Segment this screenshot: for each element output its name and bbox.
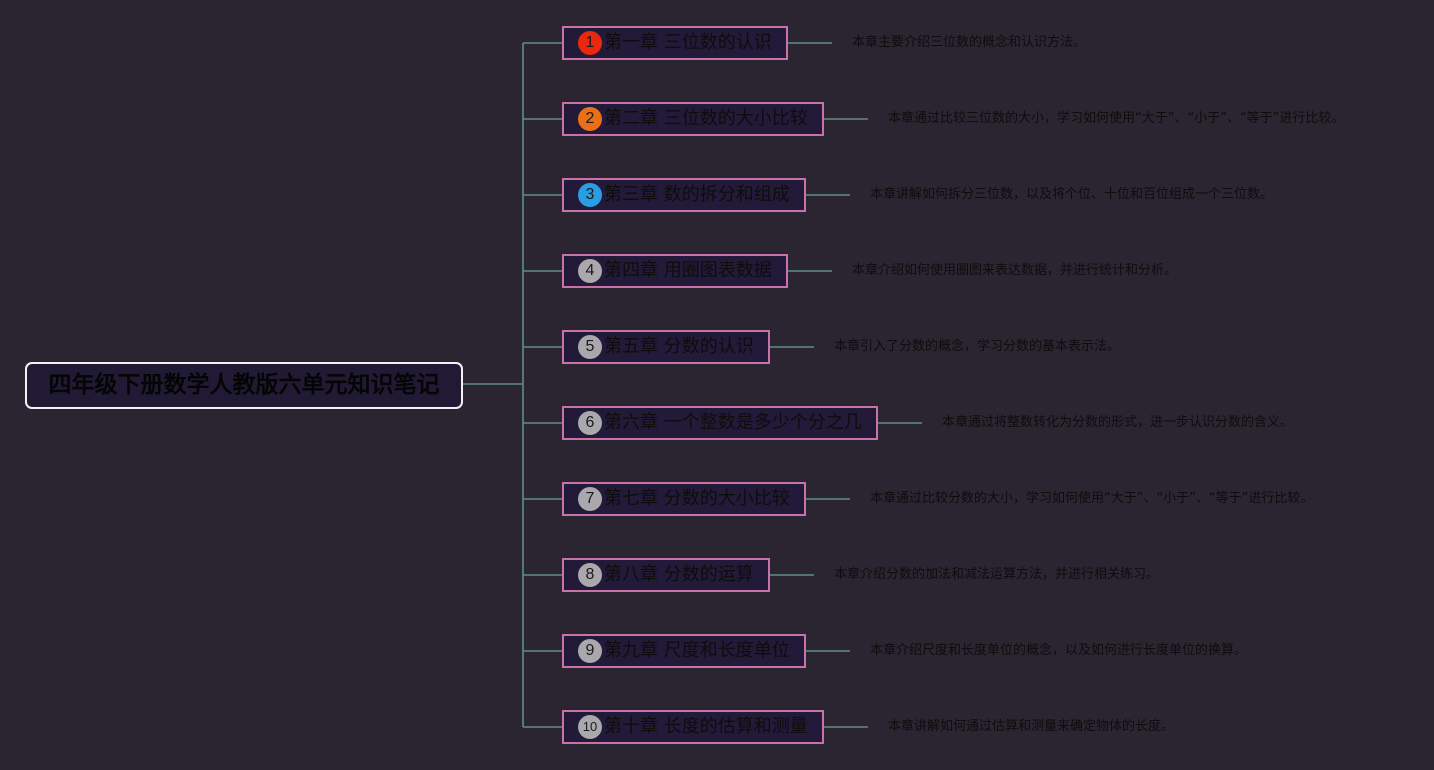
chapter-description: 本章主要介绍三位数的概念和认识方法。	[852, 35, 1087, 50]
number-badge-icon: 10	[578, 715, 602, 739]
chapter-description: 本章引入了分数的概念，学习分数的基本表示法。	[834, 339, 1121, 354]
number-badge-icon: 5	[578, 335, 602, 359]
number-badge-icon: 3	[578, 183, 602, 207]
chapter-title: 第九章 尺度和长度单位	[604, 640, 790, 661]
number-badge-icon: 2	[578, 107, 602, 131]
chapter-description: 本章通过将整数转化为分数的形式，进一步认识分数的含义。	[942, 415, 1294, 430]
number-badge-icon: 8	[578, 563, 602, 587]
chapter-title: 第七章 分数的大小比较	[604, 488, 790, 509]
chapter-description: 本章介绍分数的加法和减法运算方法，并进行相关练习。	[834, 567, 1160, 582]
chapter-title: 第五章 分数的认识	[604, 336, 754, 357]
chapter-title: 第八章 分数的运算	[604, 564, 754, 585]
number-badge-icon: 9	[578, 639, 602, 663]
number-badge-icon: 4	[578, 259, 602, 283]
chapter-title: 第十章 长度的估算和测量	[604, 716, 808, 737]
chapter-description: 本章讲解如何拆分三位数，以及将个位、十位和百位组成一个三位数。	[870, 187, 1274, 202]
chapter-title: 第一章 三位数的认识	[604, 32, 772, 53]
number-badge-icon: 7	[578, 487, 602, 511]
chapter-description: 本章通过比较分数的大小，学习如何使用“大于”、“小于”、“等于”进行比较。	[870, 491, 1314, 506]
chapter-title: 第二章 三位数的大小比较	[604, 108, 808, 129]
chapter-description: 本章通过比较三位数的大小，学习如何使用“大于”、“小于”、“等于”进行比较。	[888, 111, 1345, 126]
chapter-title: 第六章 一个整数是多少个分之几	[604, 412, 862, 433]
number-badge-icon: 1	[578, 31, 602, 55]
chapter-description: 本章讲解如何通过估算和测量来确定物体的长度。	[888, 719, 1175, 734]
chapter-title: 第四章 用圈图表数据	[604, 260, 772, 281]
chapter-title: 第三章 数的拆分和组成	[604, 184, 790, 205]
chapter-description: 本章介绍尺度和长度单位的概念，以及如何进行长度单位的换算。	[870, 643, 1248, 658]
root-node[interactable]: 四年级下册数学人教版六单元知识笔记	[25, 362, 463, 409]
chapter-description: 本章介绍如何使用圈图来表达数据，并进行统计和分析。	[852, 263, 1178, 278]
number-badge-icon: 6	[578, 411, 602, 435]
